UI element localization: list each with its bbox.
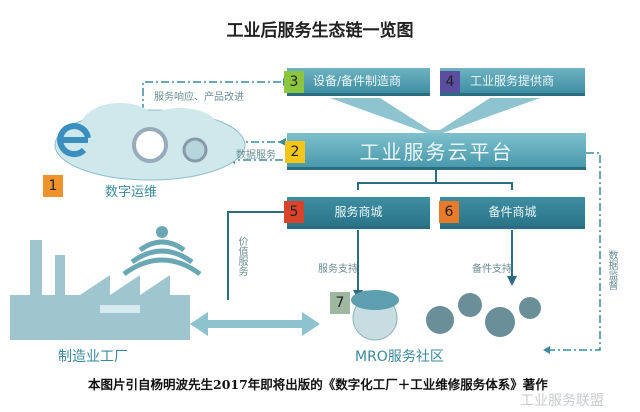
factory-illustration: [10, 240, 190, 340]
node-label: 工业服务云平台: [359, 139, 514, 164]
node-label: 服务商城: [334, 205, 383, 219]
node-cloud-platform[interactable]: 工业服务云平台: [287, 133, 586, 170]
digital-ops-label: 数字运维: [105, 185, 158, 200]
diagram-title: 工业后服务生态链一览图: [226, 21, 414, 41]
badge-2: 2: [285, 141, 305, 163]
tree-lines: [227, 170, 513, 300]
badge-3: 3: [284, 71, 304, 93]
feedback-line: [142, 81, 283, 112]
data-monitor-label: 数据监督: [606, 250, 617, 290]
feedback-label: 服务响应、产品改进: [154, 92, 244, 103]
monitor-line: [550, 152, 601, 351]
value-service-label: 价值服务: [236, 236, 247, 276]
badge-1: 1: [43, 175, 63, 197]
factory-label: 制造业工厂: [58, 349, 128, 365]
node-label: 备件商城: [488, 205, 537, 219]
badge-7: 7: [330, 292, 350, 314]
mro-label: MRO服务社区: [355, 349, 444, 365]
node-label: 设备/备件制造商: [313, 74, 402, 88]
node-parts-mall[interactable]: 备件商城: [440, 197, 585, 229]
cloud-icon: [54, 103, 246, 181]
footer-caption: 本图片引自杨明波先生2017年即将出版的《数字化工厂＋工业维修服务体系》著作: [88, 377, 548, 392]
bidirectional-arrow: [190, 312, 320, 336]
parts-support-label: 备件支持: [472, 264, 512, 275]
mro-illustration: [351, 290, 541, 341]
node-manufacturer[interactable]: 设备/备件制造商: [287, 68, 430, 96]
badge-4: 4: [440, 71, 460, 93]
wifi-icon: [122, 239, 202, 277]
arrowhead: [543, 346, 550, 354]
node-service-provider[interactable]: 工业服务提供商: [440, 68, 585, 96]
node-label: 工业服务提供商: [470, 74, 555, 88]
node-service-mall[interactable]: 服务商城: [287, 197, 430, 229]
data-service-label: 数据服务: [236, 150, 276, 161]
arrowhead: [507, 276, 517, 286]
badge-6: 6: [439, 201, 459, 223]
service-support-label: 服务支持: [318, 264, 358, 275]
watermark: 工业服务联盟: [520, 393, 604, 409]
funnel-arrow: [330, 98, 540, 134]
e-logo-icon: [57, 123, 91, 158]
arrowhead: [278, 138, 286, 146]
badge-5: 5: [284, 201, 304, 223]
